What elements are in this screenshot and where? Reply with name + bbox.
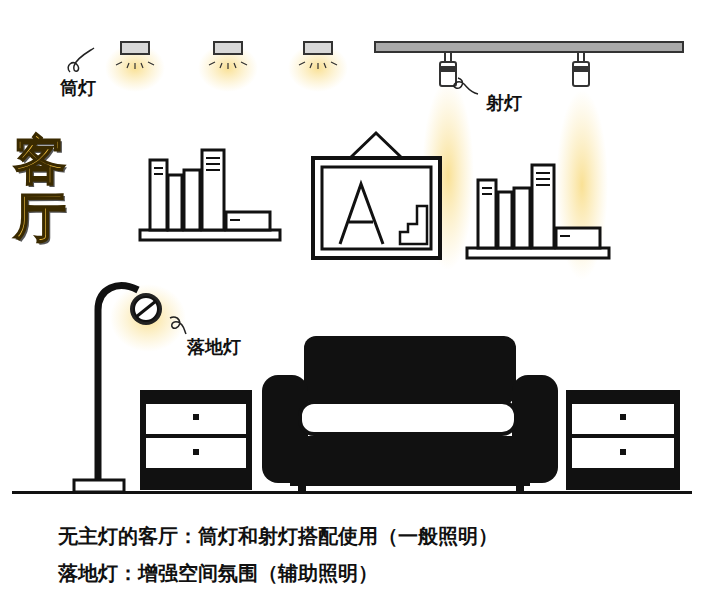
title-vertical: 客厅 xyxy=(14,132,66,246)
callout-label: 射灯 xyxy=(486,91,522,115)
note-line: 无主灯的客厅：筒灯和射灯搭配使用（一般照明） xyxy=(58,523,498,550)
note-line: 落地灯：增强空间氛围（辅助照明） xyxy=(58,560,378,587)
callout-label: 落地灯 xyxy=(187,335,241,359)
callout-label: 筒灯 xyxy=(60,76,96,100)
